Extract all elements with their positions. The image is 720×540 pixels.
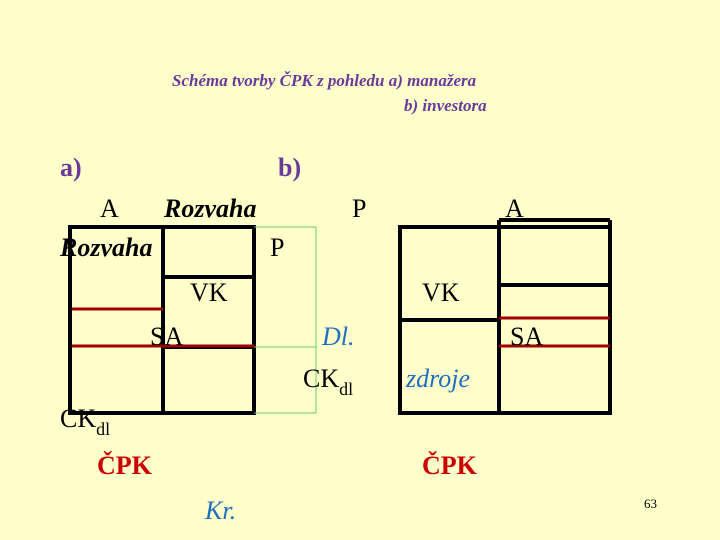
label-sa-left: SA: [150, 322, 184, 351]
label-vk-right: VK: [422, 278, 460, 307]
label-cpk-left: ČPK: [97, 451, 152, 480]
green-bracket: [254, 226, 317, 414]
label-kr: Kr.: [205, 496, 237, 525]
label-ck-dl-left: CKdl: [60, 404, 110, 439]
section-label-b: b): [278, 153, 302, 182]
ck-left-subscript: dl: [96, 419, 111, 439]
page-number: 63: [644, 496, 657, 511]
label-liabilities-left: P: [352, 194, 367, 223]
label-assets-right: A: [505, 194, 524, 223]
label-vk-left: VK: [190, 278, 228, 307]
left-balance-sheet: [68, 225, 256, 415]
label-assets-left: A: [100, 194, 119, 223]
ck-mid-text: CK: [303, 364, 340, 393]
label-dl: Dl.: [322, 322, 355, 351]
ck-left-text: CK: [60, 404, 97, 433]
label-zdroje: zdroje: [406, 364, 471, 393]
title-line-2: b) investora: [404, 96, 487, 115]
right-balance-sheet: [398, 218, 612, 415]
label-rozvaha-1: Rozvaha: [164, 194, 257, 223]
label-liabilities-right: P: [270, 233, 285, 262]
section-label-a: a): [60, 153, 82, 182]
label-ck-dl-mid: CKdl: [303, 364, 353, 399]
label-sa-right: SA: [510, 322, 544, 351]
label-cpk-right: ČPK: [422, 451, 477, 480]
label-rozvaha-2: Rozvaha: [60, 233, 153, 262]
title-line-1: Schéma tvorby ČPK z pohledu a) manažera: [172, 71, 477, 90]
ck-mid-subscript: dl: [339, 379, 354, 399]
